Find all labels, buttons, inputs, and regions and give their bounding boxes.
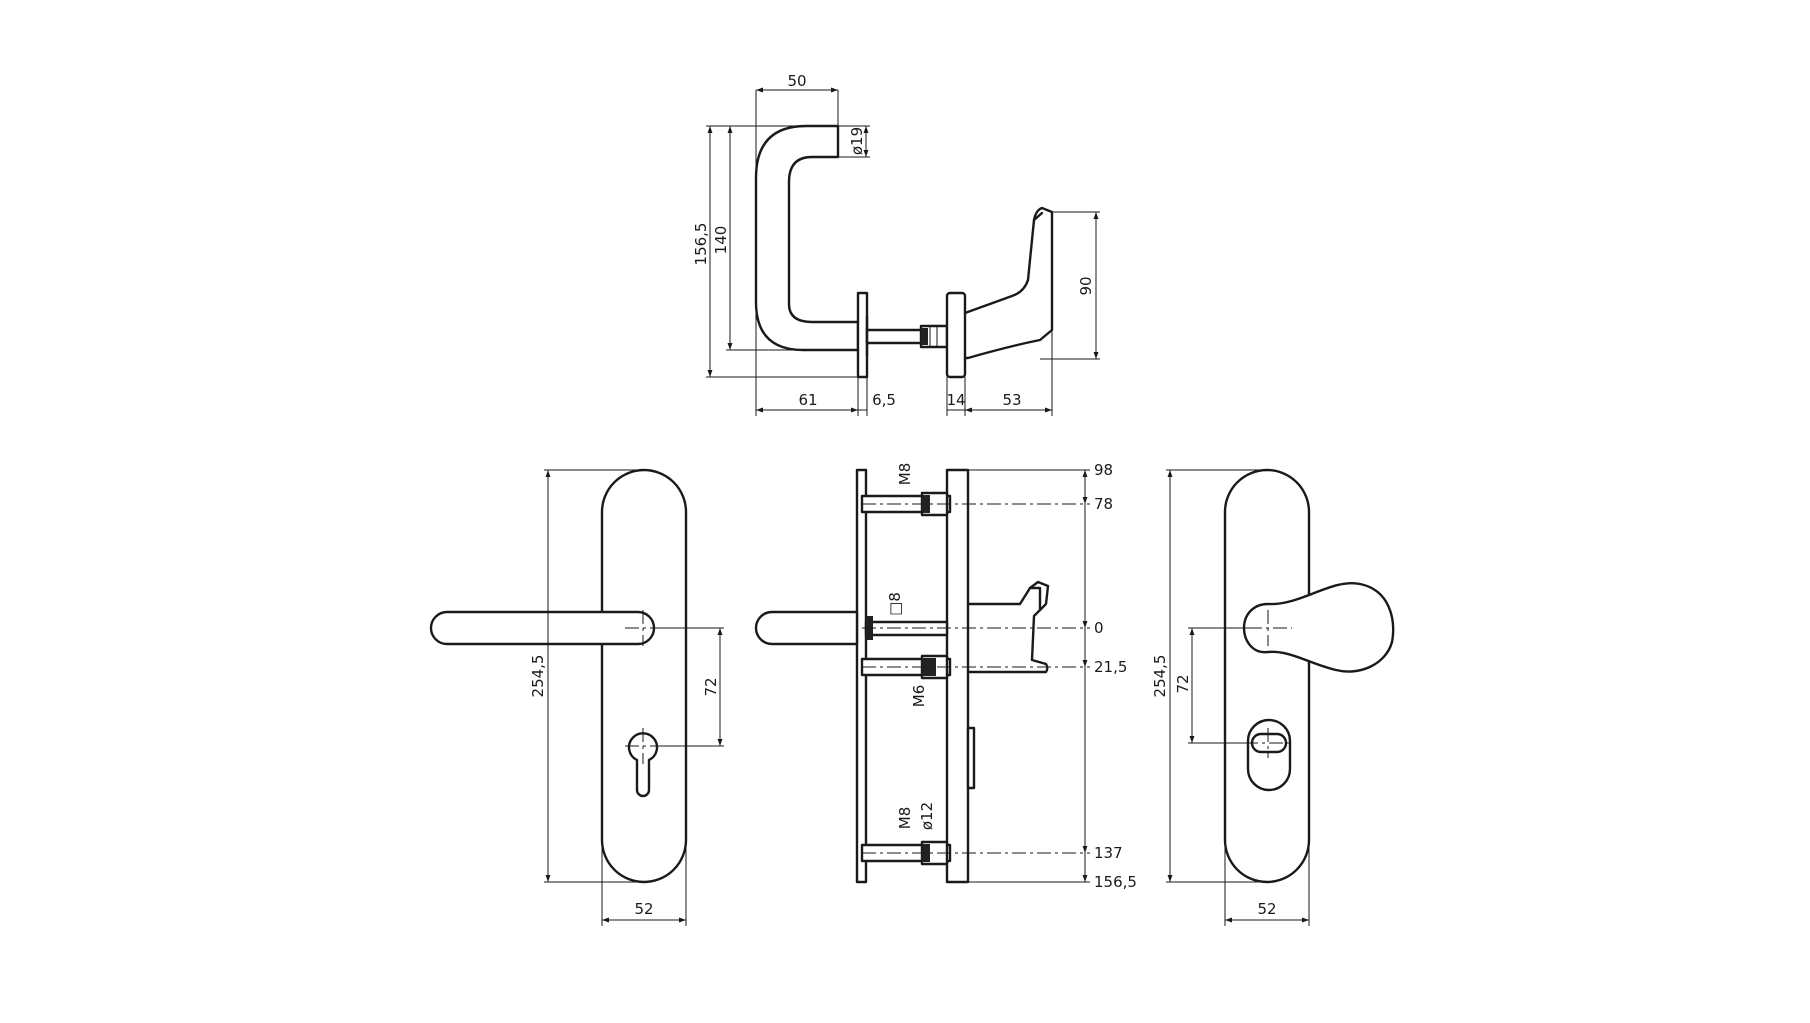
dim-handle-cylinder-right: 72 [1174, 674, 1192, 693]
level-156-5: 156,5 [1094, 873, 1137, 891]
dim-rose-thickness: 6,5 [872, 391, 896, 409]
dim-plate-height-left: 254,5 [529, 655, 547, 698]
level-78: 78 [1094, 495, 1113, 513]
front-view-left: 254,5 72 52 [429, 468, 724, 926]
lever-handle-outline [754, 124, 860, 352]
dim-projection-right: 53 [1002, 391, 1021, 409]
cylinder-cover-right [1246, 718, 1292, 792]
lever-left [429, 610, 656, 646]
dim-projection-left: 61 [798, 391, 817, 409]
note-thread-bottom: M8 [896, 807, 914, 830]
level-21-5: 21,5 [1094, 658, 1127, 676]
level-0: 0 [1094, 619, 1104, 637]
note-bolt-diameter: ø12 [918, 802, 936, 830]
knob-grip-outline [963, 206, 1054, 360]
dim-plate-width-right: 52 [1257, 900, 1276, 918]
knob-side [966, 586, 1049, 674]
cylinder-cover [966, 726, 976, 790]
lever-stub [754, 610, 859, 646]
dim-handle-cylinder-left: 72 [702, 677, 720, 696]
dim-handle-height: 140 [712, 226, 730, 255]
front-view-right: 254,5 72 52 [1151, 468, 1395, 926]
backplate-left [600, 468, 688, 884]
dim-handle-depth: 50 [787, 72, 806, 90]
note-thread-top: M8 [896, 463, 914, 486]
level-98: 98 [1094, 461, 1113, 479]
spindle [865, 328, 925, 345]
thread-marker [921, 328, 928, 345]
note-thread-mid: M6 [910, 685, 928, 708]
dim-plate-height-right: 254,5 [1151, 655, 1169, 698]
dim-overall-height: 156,5 [692, 223, 710, 266]
dim-rose-thickness-right: 14 [946, 391, 965, 409]
side-section-view: 98 78 0 21,5 137 156,5 M8 □8 M6 M8 ø12 [754, 461, 1137, 891]
note-spindle-square: □8 [886, 592, 904, 616]
right-rose [945, 291, 967, 379]
knob-right [1242, 581, 1395, 673]
backplate-right [1223, 468, 1311, 884]
dim-rose-depth: ø19 [848, 127, 866, 155]
top-view: 50 ø19 156,5 140 90 61 6,5 14 53 [692, 72, 1100, 416]
level-137: 137 [1094, 844, 1123, 862]
left-rose [856, 291, 869, 379]
dim-knob-height: 90 [1077, 276, 1095, 295]
dim-plate-width-left: 52 [634, 900, 653, 918]
